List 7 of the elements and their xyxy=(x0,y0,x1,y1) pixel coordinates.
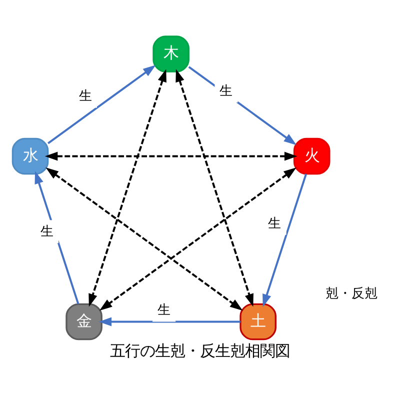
edge-label: 生 xyxy=(40,224,54,240)
edge-label: 生 xyxy=(78,88,92,104)
edge-label: 生 xyxy=(268,216,282,231)
caption: 五行の生剋・反生剋相関図 xyxy=(110,342,290,360)
label: 剋・反剋 xyxy=(326,286,378,302)
edge-label: 生 xyxy=(157,302,170,318)
edge-label: 生 xyxy=(220,83,233,98)
